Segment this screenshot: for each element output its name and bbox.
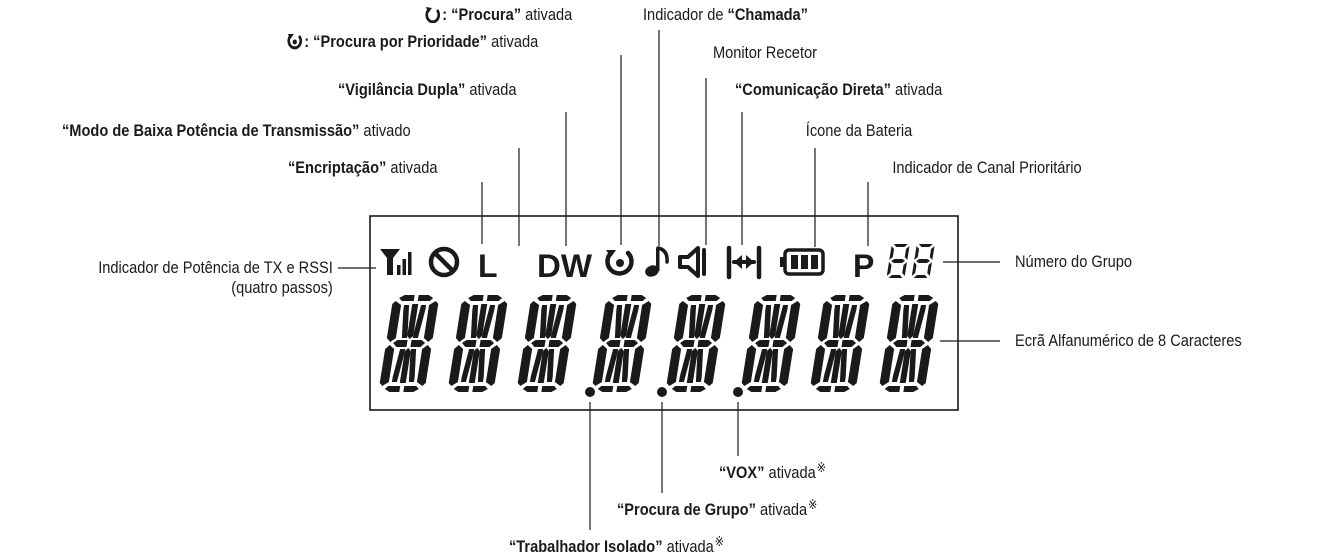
- label-monitor: Monitor Recetor: [712, 43, 818, 62]
- talkaround-icon: [726, 245, 762, 280]
- label-battery: Ícone da Bateria: [805, 121, 913, 140]
- lone-worker-dot: [585, 387, 595, 397]
- low-power-icon: L: [478, 248, 498, 284]
- label-group-number: Número do Grupo: [1015, 252, 1133, 271]
- label-alnum-display: Ecrã Alfanumérico de 8 Caracteres: [1015, 331, 1242, 350]
- monitor-speaker-icon: [678, 246, 706, 278]
- priority-scan-small-icon: [287, 34, 302, 50]
- label-group-scan: “Procura de Grupo” ativada※: [617, 497, 818, 519]
- group-number-digits: [886, 244, 935, 278]
- label-tx-rssi: Indicador de Potência de TX e RSSI (quat…: [98, 258, 333, 297]
- priority-channel-icon: P: [853, 248, 874, 284]
- call-note-icon: [645, 246, 669, 277]
- label-priority-channel: Indicador de Canal Prioritário: [892, 158, 1082, 177]
- label-low-power: “Modo de Baixa Potência de Transmissão” …: [62, 121, 411, 140]
- label-talkaround: “Comunicação Direta” ativada: [735, 80, 943, 99]
- encryption-icon: [428, 246, 460, 278]
- label-dual-watch: “Vigilância Dupla” ativada: [338, 80, 517, 99]
- battery-icon: [780, 248, 825, 276]
- label-call: Indicador de “Chamada”: [643, 5, 808, 24]
- label-priority-scan: : “Procura por Prioridade” ativada: [287, 32, 538, 52]
- group-scan-dot: [657, 387, 667, 397]
- vox-dot: [733, 387, 743, 397]
- label-encryption: “Encriptação” ativada: [288, 158, 438, 177]
- label-vox: “VOX” ativada※: [719, 460, 826, 482]
- priority-scan-icon: [605, 250, 634, 276]
- lcd-frame: [369, 215, 959, 411]
- leader-lines: [338, 30, 1000, 530]
- alphanumeric-display: [378, 295, 940, 392]
- dual-watch-icon: DW: [537, 248, 593, 284]
- signal-strength-icon: [380, 249, 412, 275]
- scan-icon: [425, 7, 440, 23]
- label-scan: : “Procura” ativada: [425, 5, 572, 25]
- label-lone-worker: “Trabalhador Isolado” ativada※: [509, 534, 724, 556]
